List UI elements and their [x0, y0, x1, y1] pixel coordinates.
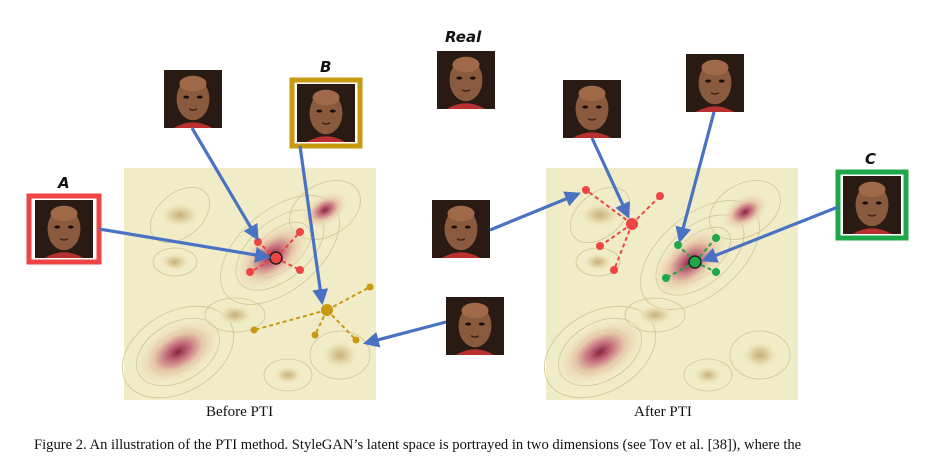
label-b: B — [320, 58, 332, 76]
face-c-thumbnail — [835, 169, 909, 241]
face-before-input — [446, 297, 504, 355]
arrows — [98, 111, 839, 348]
label-c: C — [865, 150, 877, 168]
red-center-after — [626, 218, 638, 230]
gold-points-before — [250, 283, 374, 344]
latent-space-after — [543, 168, 798, 400]
caption-after-pti: After PTI — [634, 404, 692, 420]
figure-caption: Figure 2. An illustration of the PTI met… — [34, 437, 802, 453]
face-before-top — [164, 70, 222, 128]
latent-space-before — [121, 168, 376, 400]
red-points-after — [582, 186, 664, 274]
gold-cluster-before — [253, 286, 371, 341]
arrow-input-to-red-after — [489, 191, 581, 232]
face-b-thumbnail — [289, 77, 363, 149]
caption-before-pti: Before PTI — [206, 404, 274, 420]
arrow-c-to-green — [701, 205, 839, 263]
gold-center-before — [321, 304, 333, 316]
arrow-top-to-red — [190, 127, 259, 241]
arrow-b-to-gold — [298, 145, 329, 306]
face-after-top-left — [563, 80, 621, 138]
face-after-input — [432, 200, 490, 258]
red-cluster-before — [249, 231, 301, 273]
arrow-a-to-red — [98, 227, 272, 263]
red-center-before — [269, 251, 283, 265]
arrow-topright-to-green — [675, 111, 716, 244]
face-after-top-right — [686, 54, 744, 112]
face-a-thumbnail — [26, 193, 102, 265]
arrow-topleft-to-red-after — [590, 137, 630, 219]
red-points-before — [246, 228, 304, 276]
label-real: Real — [445, 28, 482, 46]
label-a: A — [58, 174, 70, 192]
green-center-after — [688, 255, 702, 269]
face-real — [437, 50, 495, 110]
arrow-input-to-gold — [362, 320, 447, 348]
